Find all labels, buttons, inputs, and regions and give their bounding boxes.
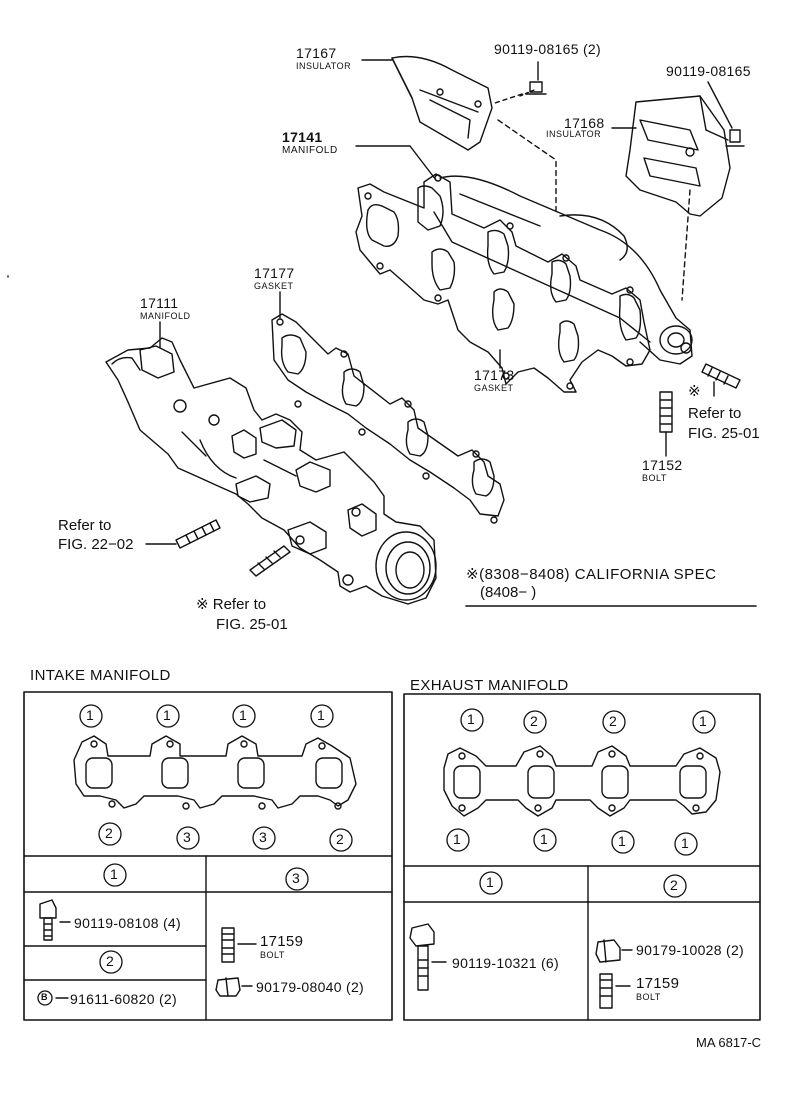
exhaust-top-mark-3: 2 bbox=[609, 713, 618, 729]
intake-col3-head: 3 bbox=[292, 870, 301, 886]
california-line2: (8408− ) bbox=[480, 584, 537, 601]
label-17141-name: MANIFOLD bbox=[282, 145, 338, 156]
california-line1: ※(8308−8408) CALIFORNIA SPEC bbox=[466, 566, 717, 583]
exhaust-title: EXHAUST MANIFOLD bbox=[410, 677, 569, 694]
exhaust-bottom-mark-4: 1 bbox=[681, 835, 690, 851]
stud-flange-shape bbox=[701, 363, 741, 397]
insulator-17167-shape bbox=[391, 55, 493, 151]
exhaust-bottom-mark-1: 1 bbox=[453, 831, 462, 847]
label-17168-num: 17168 bbox=[564, 115, 605, 131]
exhaust-col1-head: 1 bbox=[486, 874, 495, 890]
gasket-17177-shape bbox=[271, 313, 505, 524]
exhaust-top-mark-4: 1 bbox=[699, 713, 708, 729]
ref-2501a-line2: FIG. 25-01 bbox=[688, 425, 760, 442]
exhaust-col2-head: 2 bbox=[670, 877, 679, 893]
label-17152-name: BOLT bbox=[642, 473, 667, 483]
intake-manifold-17111-shape bbox=[105, 337, 437, 605]
intake-gasket-shape bbox=[73, 735, 357, 810]
ref-2501a-line1: Refer to bbox=[688, 405, 742, 422]
intake-col1-head: 1 bbox=[110, 866, 119, 882]
label-17173-num: 17173 bbox=[474, 367, 515, 383]
intake-top-mark-2: 1 bbox=[163, 707, 172, 723]
intake-bolt-icon bbox=[39, 899, 57, 941]
intake-washer-mark: B bbox=[41, 992, 48, 1002]
ref-2202-line2: FIG. 22−02 bbox=[58, 536, 134, 553]
intake-title: INTAKE MANIFOLD bbox=[30, 667, 171, 684]
intake-washer-label: 91611-60820 (2) bbox=[70, 991, 177, 1007]
exhaust-box-frame bbox=[403, 693, 761, 1021]
stud-fig25-shape bbox=[249, 545, 291, 577]
bolt-90119-08165-b bbox=[725, 129, 745, 147]
intake-stud-icon bbox=[221, 927, 235, 963]
label-17173-name: GASKET bbox=[474, 383, 514, 393]
exhaust-nut-icon bbox=[595, 939, 621, 963]
label-17152-num: 17152 bbox=[642, 457, 683, 473]
exhaust-stud-icon bbox=[599, 973, 613, 1009]
insulator-17168-shape bbox=[625, 95, 731, 217]
ref-2202-line1: Refer to bbox=[58, 517, 112, 534]
intake-box-frame bbox=[23, 691, 393, 1021]
label-17177-name: GASKET bbox=[254, 281, 294, 291]
stud-17152-shape bbox=[659, 391, 673, 457]
intake-col2-head: 2 bbox=[106, 953, 115, 969]
exhaust-top-mark-2: 2 bbox=[530, 713, 539, 729]
exhaust-bottom-mark-2: 1 bbox=[540, 831, 549, 847]
bolt-90119-08165-a bbox=[519, 81, 547, 97]
ref-2501b-line1: ※ Refer to bbox=[196, 596, 267, 613]
intake-bottom-mark-1: 2 bbox=[105, 825, 114, 841]
exhaust-nut-label: 90179-10028 (2) bbox=[636, 942, 745, 958]
ref-2501a-mark: ※ bbox=[688, 383, 701, 400]
label-90119-b: 90119-08165 bbox=[666, 63, 751, 79]
ref-2501b-line2: FIG. 25-01 bbox=[216, 616, 288, 633]
exhaust-bolt-icon bbox=[409, 923, 435, 991]
label-90119-a: 90119-08165 (2) bbox=[494, 41, 601, 57]
intake-stud-name: BOLT bbox=[260, 950, 285, 960]
intake-nut-icon bbox=[215, 977, 241, 997]
stud-fig22-shape bbox=[175, 519, 221, 549]
figure-code: MA 6817-C bbox=[696, 1035, 762, 1050]
intake-top-mark-1: 1 bbox=[86, 707, 95, 723]
intake-bottom-mark-2: 3 bbox=[183, 829, 192, 845]
intake-stud-num: 17159 bbox=[260, 933, 304, 950]
exhaust-stud-num: 17159 bbox=[636, 975, 680, 992]
intake-top-mark-3: 1 bbox=[239, 707, 248, 723]
label-17168-name: INSULATOR bbox=[546, 129, 602, 139]
label-17167-num: 17167 bbox=[296, 45, 337, 61]
intake-nut-label: 90179-08040 (2) bbox=[256, 979, 365, 995]
label-17111-name: MANIFOLD bbox=[140, 311, 191, 321]
intake-bolt-label: 90119-08108 (4) bbox=[74, 915, 181, 931]
exhaust-top-mark-1: 1 bbox=[467, 711, 476, 727]
label-17111-num: 17111 bbox=[140, 295, 179, 311]
intake-bottom-mark-4: 2 bbox=[336, 831, 345, 847]
exhaust-bottom-mark-3: 1 bbox=[618, 833, 627, 849]
exhaust-stud-name: BOLT bbox=[636, 992, 661, 1002]
exhaust-manifold-17141-shape bbox=[355, 173, 693, 393]
intake-bottom-mark-3: 3 bbox=[259, 829, 268, 845]
exhaust-gasket-shape bbox=[443, 745, 721, 817]
label-17167-name: INSULATOR bbox=[296, 61, 352, 71]
circled-marks bbox=[37, 704, 716, 1006]
exhaust-bolt-label: 90119-10321 (6) bbox=[452, 955, 559, 971]
label-17177-num: 17177 bbox=[254, 265, 295, 281]
label-17141-num: 17141 bbox=[282, 129, 323, 145]
intake-top-mark-4: 1 bbox=[317, 707, 326, 723]
